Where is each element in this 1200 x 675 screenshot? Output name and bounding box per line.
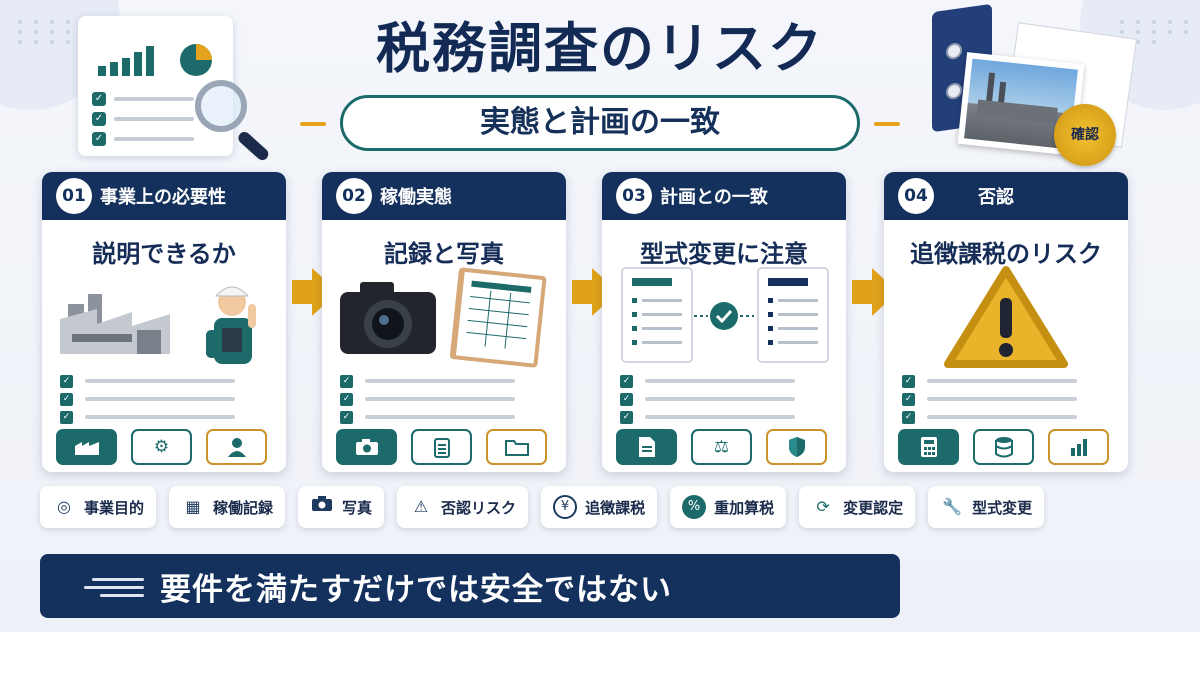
- user-icon: [206, 429, 267, 465]
- step-card-header: 04 否認: [884, 172, 1128, 220]
- folder-icon: [486, 429, 547, 465]
- chip-photo: 写真: [298, 486, 385, 528]
- step-heading: 稼働実態: [380, 187, 452, 208]
- refresh-icon: ⟳: [816, 497, 830, 516]
- step-number: 03: [616, 178, 652, 214]
- camera-icon: [336, 429, 397, 465]
- chip-model-change: 🔧 型式変更: [928, 486, 1045, 528]
- document-compare-illustration: [602, 264, 846, 374]
- decor-dots-right: [1120, 20, 1200, 44]
- pie-chart-icon: [180, 44, 212, 76]
- page-title: 税務調査のリスク: [376, 17, 824, 80]
- step-card-2: 02 稼働実態 記録と写真 ✓ ✓ ✓: [322, 172, 566, 472]
- step-heading: 否認: [978, 187, 1014, 208]
- bar-chart-icon: [1048, 429, 1109, 465]
- clipboard-icon: [411, 429, 472, 465]
- camera-icon: [310, 495, 334, 519]
- factory-worker-illustration: [42, 264, 286, 374]
- step-subheading: 型式変更に注意: [640, 240, 808, 268]
- shield-icon: [766, 429, 827, 465]
- percent-icon: %: [682, 495, 707, 519]
- step-subheading: 追徴課税のリスク: [910, 240, 1102, 268]
- step-subheading: 説明できるか: [92, 240, 236, 268]
- step-card-1: 01 事業上の必要性 説明できるか ✓ ✓ ✓ ⚙: [42, 172, 286, 472]
- camera-notebook-illustration: [322, 264, 566, 374]
- chip-additional-tax: ¥ 追徴課税: [541, 486, 658, 528]
- subtitle: 実態と計画の一致: [340, 95, 860, 151]
- step-heading: 事業上の必要性: [100, 187, 226, 208]
- warning-icon: ⚠: [413, 497, 429, 516]
- scales-icon: ⚖: [691, 429, 752, 465]
- calculator-icon: [898, 429, 959, 465]
- database-icon: [973, 429, 1034, 465]
- step-subheading: 記録と写真: [384, 240, 504, 268]
- yen-icon: ¥: [553, 495, 578, 519]
- step-heading: 計画との一致: [660, 187, 768, 208]
- step-card-3: 03 計画との一致 型式変更に注意 ✓ ✓ ✓ ⚖: [602, 172, 846, 472]
- chip-operation-record: ▦ 稼働記録: [169, 486, 286, 528]
- wrench-icon: 🔧: [942, 497, 963, 516]
- chip-business-purpose: ◎ 事業目的: [40, 486, 157, 528]
- chip-penalty-tax: % 重加算税: [670, 486, 787, 528]
- gear-icon: ⚙: [131, 429, 192, 465]
- step-card-header: 01 事業上の必要性: [42, 172, 286, 220]
- chip-denial-risk: ⚠ 否認リスク: [397, 486, 529, 528]
- step-card-4: 04 否認 追徴課税のリスク ✓ ✓ ✓: [884, 172, 1128, 472]
- target-icon: ◎: [57, 497, 71, 516]
- step-number: 01: [56, 178, 92, 214]
- conclusion-banner: 要件を満たすだけでは安全ではない: [40, 554, 900, 618]
- chip-change-approval: ⟳ 変更認定: [799, 486, 916, 528]
- keyword-chips: ◎ 事業目的 ▦ 稼働記録 写真 ⚠ 否認リスク ¥ 追徴課税 % 重加算税 ⟳…: [40, 486, 1160, 528]
- warning-icon: [884, 264, 1128, 374]
- speed-lines-icon: [40, 554, 160, 618]
- calendar-icon: ▦: [185, 497, 201, 516]
- subtitle-group: 実態と計画の一致: [300, 95, 900, 151]
- step-number: 04: [898, 178, 934, 214]
- document-icon: [616, 429, 677, 465]
- magnifier-icon: [195, 80, 247, 132]
- step-card-header: 02 稼働実態: [322, 172, 566, 220]
- conclusion-text: 要件を満たすだけでは安全ではない: [160, 571, 672, 608]
- factory-icon: [56, 429, 117, 465]
- confirmed-seal: 確認: [1054, 104, 1116, 166]
- step-number: 02: [336, 178, 372, 214]
- step-card-header: 03 計画との一致: [602, 172, 846, 220]
